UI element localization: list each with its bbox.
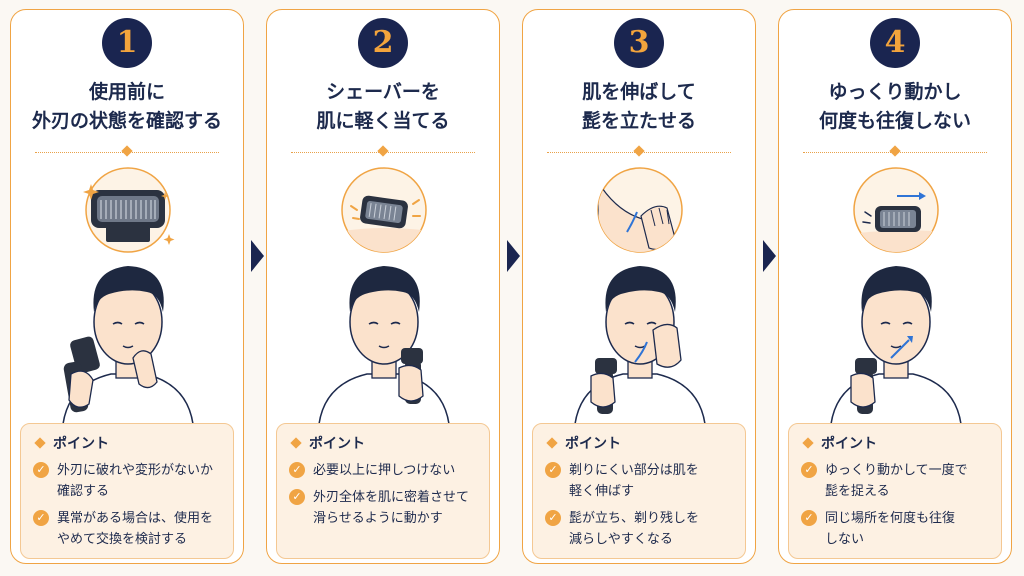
motion-arrow-icon xyxy=(897,192,926,200)
check-icon: ✓ xyxy=(545,510,561,526)
point-label: ポイント xyxy=(309,436,365,452)
point-item: ✓ 外刃に破れや変形がないか 確認する xyxy=(33,460,223,502)
check-icon: ✓ xyxy=(289,462,305,478)
divider xyxy=(803,145,987,158)
check-icon: ✓ xyxy=(33,510,49,526)
point-item: ✓ 髭が立ち、剃り残しを 減らしやすくなる xyxy=(545,508,735,550)
man-shaving-illustration xyxy=(574,167,706,424)
diamond-icon xyxy=(802,437,814,449)
shaver-head-icon xyxy=(360,195,408,229)
step-title: 使用前に 外刃の状態を確認する xyxy=(31,81,222,132)
point-item: ✓ ゆっくり動かして一度で 髭を捉える xyxy=(801,460,991,502)
man-shaving-illustration xyxy=(62,167,194,424)
step-number-badge: 4 xyxy=(870,18,920,68)
pressure-lines-icon xyxy=(350,199,421,220)
step-title: 肌を伸ばして 髭を立たせる xyxy=(581,81,696,132)
divider xyxy=(547,145,731,158)
hand-with-shaver xyxy=(63,336,100,413)
diamond-icon xyxy=(290,437,302,449)
point-item: ✓ 異常がある場合は、使用を やめて交換を検討する xyxy=(33,508,223,550)
check-icon: ✓ xyxy=(801,462,817,478)
step-card-1: 1 使用前に 外刃の状態を確認する xyxy=(10,9,244,564)
point-box: ポイント ✓ ゆっくり動かして一度で 髭を捉える ✓ 同じ場所を何度も往復 しな… xyxy=(788,423,1002,559)
man-figure xyxy=(574,266,706,424)
step-arrow-icon xyxy=(251,240,264,272)
point-label: ポイント xyxy=(821,436,877,452)
motion-arrow-icon xyxy=(626,211,638,233)
sparkle-icon xyxy=(83,184,175,245)
step-card-2: 2 シェーバーを 肌に軽く当てる xyxy=(266,9,500,564)
point-box: ポイント ✓ 外刃に破れや変形がないか 確認する ✓ 異常がある場合は、使用を … xyxy=(20,423,234,559)
divider xyxy=(291,145,475,158)
step-arrow-icon xyxy=(763,240,776,272)
shaver-head-icon xyxy=(875,206,921,232)
check-icon: ✓ xyxy=(289,489,305,505)
point-box: ポイント ✓ 必要以上に押しつけない ✓ 外刃全体を肌に密着させて 滑らせるよう… xyxy=(276,423,490,559)
point-item: ✓ 必要以上に押しつけない xyxy=(289,460,479,481)
step-card-3: 3 肌を伸ばして 髭を立たせる ポイント xyxy=(522,9,756,564)
man-figure xyxy=(318,266,450,424)
point-item: ✓ 外刃全体を肌に密着させて 滑らせるように動かす xyxy=(289,487,479,529)
step-arrow-icon xyxy=(507,240,520,272)
man-figure xyxy=(62,266,194,424)
diamond-icon xyxy=(34,437,46,449)
step-number-badge: 2 xyxy=(358,18,408,68)
point-label: ポイント xyxy=(565,436,621,452)
check-icon: ✓ xyxy=(801,510,817,526)
step-number-badge: 3 xyxy=(614,18,664,68)
point-box: ポイント ✓ 剃りにくい部分は肌を 軽く伸ばす ✓ 髭が立ち、剃り残しを 減らし… xyxy=(532,423,746,559)
point-label: ポイント xyxy=(53,436,109,452)
step-title: ゆっくり動かし 何度も往復しない xyxy=(818,81,971,132)
man-shaving-illustration xyxy=(318,167,450,424)
divider xyxy=(35,145,219,158)
man-figure xyxy=(830,266,962,424)
diamond-icon xyxy=(546,437,558,449)
step-card-4: 4 ゆっくり動かし 何度も往復しない xyxy=(778,9,1012,564)
shaver-head-icon xyxy=(91,190,165,242)
check-icon: ✓ xyxy=(545,462,561,478)
check-icon: ✓ xyxy=(33,462,49,478)
man-shaving-illustration xyxy=(830,167,962,424)
point-item: ✓ 同じ場所を何度も往復 しない xyxy=(801,508,991,550)
point-item: ✓ 剃りにくい部分は肌を 軽く伸ばす xyxy=(545,460,735,502)
step-title: シェーバーを 肌に軽く当てる xyxy=(316,81,450,132)
step-number-badge: 1 xyxy=(102,18,152,68)
